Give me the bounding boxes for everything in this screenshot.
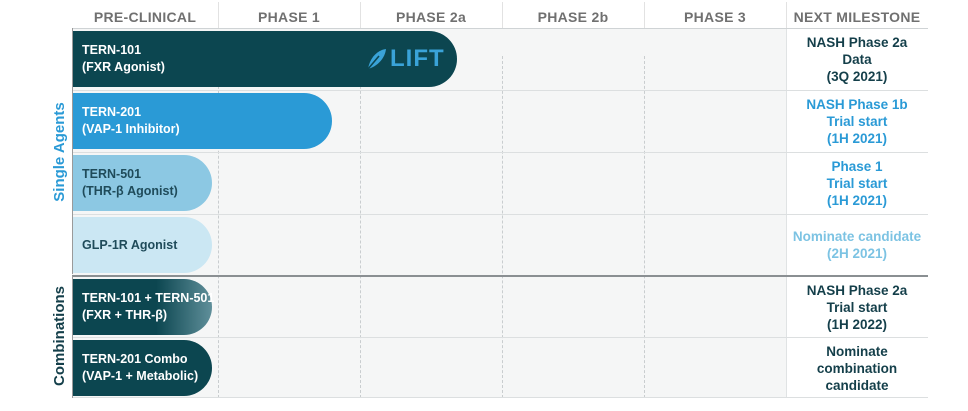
group-label-combinations: Combinations bbox=[51, 286, 68, 386]
milestone-line: NASH Phase 1b bbox=[806, 96, 908, 112]
milestone-line: (1H 2022) bbox=[826, 316, 888, 332]
milestone-tern-101-501-combo: NASH Phase 2a Trial start (1H 2022) bbox=[786, 276, 928, 338]
combinations-bracket bbox=[72, 276, 73, 398]
program-mechanism: (THR-β Agonist) bbox=[82, 184, 178, 198]
header-separator bbox=[502, 2, 503, 28]
header-phase-2b: PHASE 2b bbox=[537, 9, 609, 25]
milestone-line: Phase 1 bbox=[831, 158, 883, 174]
row-divider bbox=[72, 152, 928, 153]
phase-divider bbox=[360, 56, 361, 398]
milestone-line: candidate bbox=[825, 377, 889, 393]
milestone-line: Trial start bbox=[826, 175, 888, 191]
header-next-milestone: NEXT MILESTONE bbox=[793, 9, 921, 25]
milestone-line: NASH Phase 2a bbox=[806, 282, 908, 298]
row-divider bbox=[72, 28, 928, 29]
program-name: TERN-101 + TERN-501 bbox=[82, 291, 215, 305]
header-separator bbox=[218, 2, 219, 28]
header-separator bbox=[644, 2, 645, 28]
milestone-line: (3Q 2021) bbox=[826, 68, 888, 84]
program-mechanism: (VAP-1 Inhibitor) bbox=[82, 122, 180, 136]
lift-logo: LIFT bbox=[366, 44, 445, 74]
header-separator bbox=[786, 2, 787, 28]
group-label-single-agents: Single Agents bbox=[51, 102, 68, 202]
row-divider bbox=[72, 90, 928, 91]
program-mechanism: (FXR Agonist) bbox=[82, 60, 165, 74]
milestone-line: NASH Phase 2a bbox=[806, 34, 908, 50]
program-name: TERN-101 bbox=[82, 43, 142, 57]
milestone-column bbox=[786, 28, 928, 398]
milestone-tern-501: Phase 1 Trial start (1H 2021) bbox=[786, 152, 928, 214]
milestone-line: Nominate candidate bbox=[792, 229, 922, 244]
milestone-tern-101: NASH Phase 2a Data (3Q 2021) bbox=[786, 28, 928, 90]
program-bar-tern-501[interactable]: TERN-501 (THR-β Agonist) bbox=[73, 155, 212, 211]
program-mechanism: (FXR + THR-β) bbox=[82, 308, 168, 322]
milestone-separator bbox=[786, 28, 787, 398]
program-name: TERN-201 Combo bbox=[82, 352, 188, 366]
group-divider bbox=[72, 275, 928, 277]
row-divider bbox=[72, 397, 928, 398]
header-phase-1: PHASE 1 bbox=[257, 9, 320, 25]
milestone-line: Data bbox=[842, 51, 872, 67]
header-phase-3: PHASE 3 bbox=[683, 9, 746, 25]
row-divider bbox=[72, 214, 928, 215]
program-name: TERN-201 bbox=[82, 105, 142, 119]
header-phase-2a: PHASE 2a bbox=[395, 9, 467, 25]
row-divider bbox=[72, 337, 928, 338]
milestone-line: Trial start bbox=[826, 113, 888, 129]
milestone-line: (1H 2021) bbox=[826, 130, 888, 146]
milestone-tern-201: NASH Phase 1b Trial start (1H 2021) bbox=[786, 90, 928, 152]
program-bar-tern-101[interactable]: TERN-101 (FXR Agonist) bbox=[73, 31, 457, 87]
milestone-line: Nominate bbox=[826, 343, 888, 359]
program-bar-tern-201-combo[interactable]: TERN-201 Combo (VAP-1 + Metabolic) bbox=[73, 340, 212, 396]
phase-divider bbox=[502, 56, 503, 398]
phase-divider bbox=[218, 56, 219, 398]
header-preclinical: PRE-CLINICAL bbox=[93, 9, 197, 25]
program-bar-tern-101-501-combo[interactable]: TERN-101 + TERN-501 (FXR + THR-β) bbox=[73, 279, 215, 335]
milestone-line: combination bbox=[816, 360, 898, 376]
program-mechanism: (VAP-1 + Metabolic) bbox=[82, 369, 199, 383]
milestone-line: (1H 2021) bbox=[826, 192, 888, 208]
milestone-glp-1r: Nominate candidate (2H 2021) bbox=[786, 214, 928, 276]
program-name: GLP-1R Agonist bbox=[82, 237, 178, 252]
program-bar-glp-1r[interactable]: GLP-1R Agonist bbox=[73, 217, 212, 273]
milestone-line: (2H 2021) bbox=[826, 246, 888, 261]
single-agents-bracket bbox=[72, 28, 73, 274]
pipeline-grid bbox=[72, 28, 786, 398]
phase-divider bbox=[644, 56, 645, 398]
program-bar-tern-201[interactable]: TERN-201 (VAP-1 Inhibitor) bbox=[73, 93, 332, 149]
header-separator bbox=[360, 2, 361, 28]
milestone-line: Trial start bbox=[826, 299, 888, 315]
lift-text: LIFT bbox=[390, 45, 445, 72]
milestone-tern-201-combo: Nominate combination candidate bbox=[786, 337, 928, 399]
leaf-icon bbox=[367, 49, 386, 70]
program-name: TERN-501 bbox=[82, 167, 142, 181]
